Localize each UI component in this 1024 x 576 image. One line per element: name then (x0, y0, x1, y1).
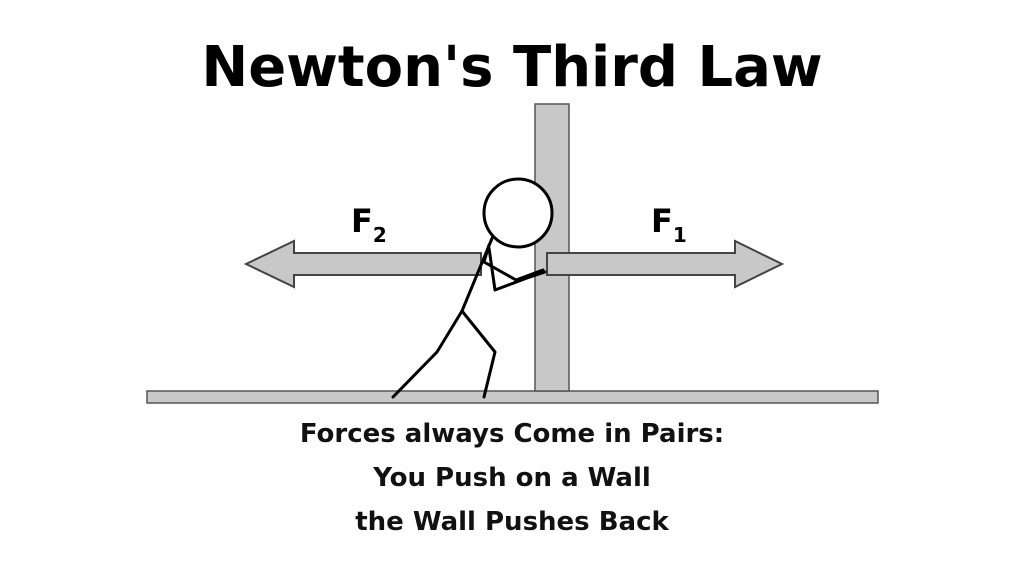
ground (146, 390, 879, 404)
stick-figure-arm-lower (487, 246, 547, 292)
caption-line-3: the Wall Pushes Back (355, 507, 669, 537)
wall (534, 103, 570, 392)
stick-figure-leg-front (460, 309, 497, 399)
caption-line-1: Forces always Come in Pairs: (299, 419, 725, 449)
stick-figure-head (482, 177, 554, 249)
caption-line-2: You Push on a Wall (373, 463, 651, 493)
force-label-left: F2 (351, 202, 387, 247)
caption: Forces always Come in Pairs: You Push on… (0, 412, 1024, 544)
stick-figure-leg-back (391, 309, 464, 399)
stick-figure-arm-upper (482, 243, 545, 282)
stick-figure (391, 177, 554, 399)
page-title: Newton's Third Law (201, 35, 823, 100)
force-arrow-left (243, 239, 482, 289)
force-arrow-right (546, 239, 785, 289)
force-label-right: F1 (651, 202, 687, 247)
